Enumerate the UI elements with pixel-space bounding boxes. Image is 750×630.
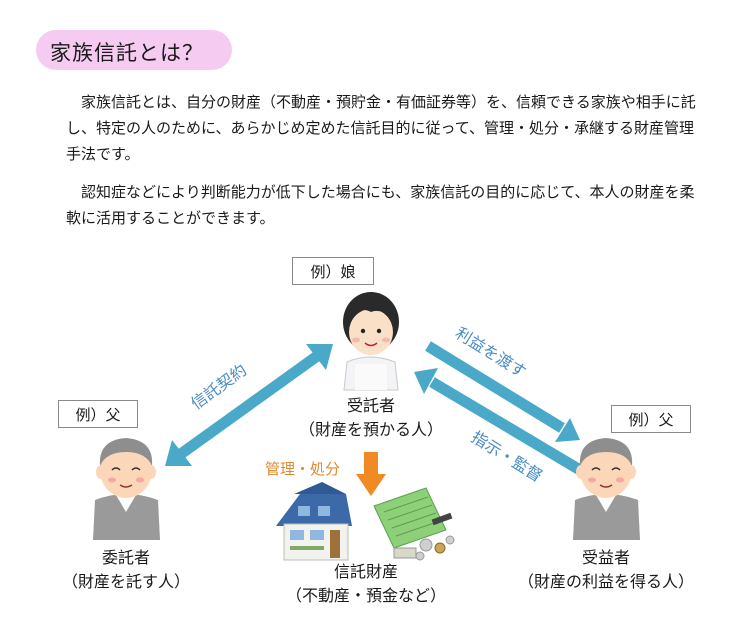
settlor-role: 委託者	[101, 548, 150, 567]
trustee-role: 受託者	[346, 396, 395, 415]
trustee-figure	[343, 292, 399, 391]
intro-paragraph-2: 認知症などにより判断能力が低下した場合にも、家族信託の目的に応じて、本人の財産を…	[66, 183, 695, 227]
intro-paragraph-1: 家族信託とは、自分の財産（不動産・預貯金・有価証券等）を、信頼できる家族や相手に…	[66, 93, 696, 163]
title-badge	[36, 30, 232, 70]
contract-arrow	[165, 344, 333, 466]
property-desc: （不動産・預金など）	[285, 586, 446, 605]
manage-label: 管理・処分	[265, 460, 341, 478]
beneficiary-desc: （財産の利益を得る人）	[517, 572, 694, 591]
coins-icon	[393, 535, 455, 561]
bankbook-icon	[373, 487, 453, 549]
house-icon	[276, 482, 352, 561]
beneficiary-example-box: 例）父	[611, 405, 691, 433]
trustee-desc: （財産を預かる人）	[298, 420, 443, 439]
settlor-figure	[93, 438, 160, 540]
trustee-example-box: 例）娘	[292, 257, 374, 285]
settlor-desc: （財産を託す人）	[61, 572, 190, 591]
property-name: 信託財産	[333, 562, 398, 581]
settlor-example-box: 例）父	[58, 400, 138, 428]
beneficiary-role: 受益者	[581, 548, 630, 567]
page-title: 家族信託とは？	[50, 41, 204, 65]
benefit-arrow	[425, 341, 580, 442]
beneficiary-figure	[573, 438, 640, 540]
instruction-arrow	[414, 368, 583, 475]
instruction-label: 指示・監督	[468, 427, 546, 486]
manage-arrow	[356, 452, 386, 496]
